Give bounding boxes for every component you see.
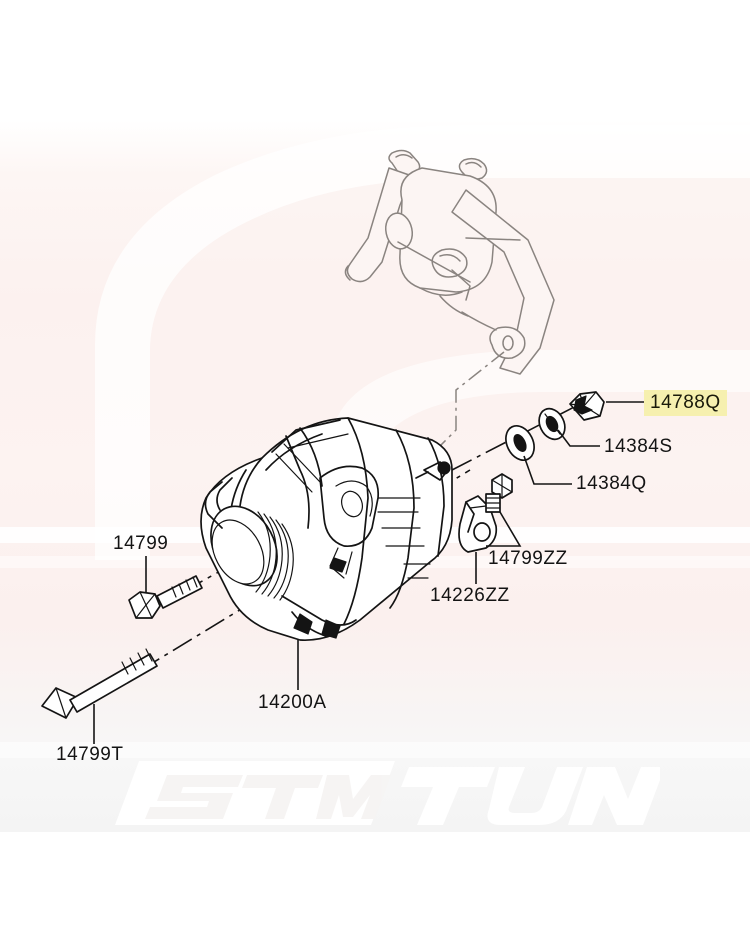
short-bolt-threads	[171, 576, 198, 598]
leader-bracket-bolt	[486, 511, 522, 547]
part-label-14226ZZ[interactable]: 14226ZZ	[430, 585, 510, 606]
bracket-bolt-threads	[485, 497, 501, 509]
part-label-14788Q[interactable]: 14788Q	[644, 390, 727, 416]
leader-lines	[93, 401, 644, 744]
bracket-bolt-part	[485, 473, 513, 513]
part-label-14200A[interactable]: 14200A	[258, 692, 327, 713]
nut-part	[569, 391, 605, 421]
bracket-to-alternator-phantom	[429, 351, 505, 457]
alternator-assembly	[200, 417, 453, 641]
leader-flat-washer	[523, 455, 572, 485]
flat-washer-part	[505, 424, 535, 462]
long-bolt-threads	[121, 648, 153, 675]
long-bolt-part	[41, 648, 158, 719]
part-label-14799[interactable]: 14799	[113, 533, 169, 554]
part-label-14384S[interactable]: 14384S	[604, 436, 673, 457]
pulley-grooves	[255, 511, 294, 601]
part-label-14384Q[interactable]: 14384Q	[576, 473, 647, 494]
leader-lock-washer	[557, 429, 600, 447]
mounting-bracket-phantom	[344, 149, 555, 375]
part-label-14799T[interactable]: 14799T	[56, 744, 124, 765]
short-bolt-part	[128, 575, 203, 619]
part-label-14799ZZ[interactable]: 14799ZZ	[488, 548, 568, 569]
